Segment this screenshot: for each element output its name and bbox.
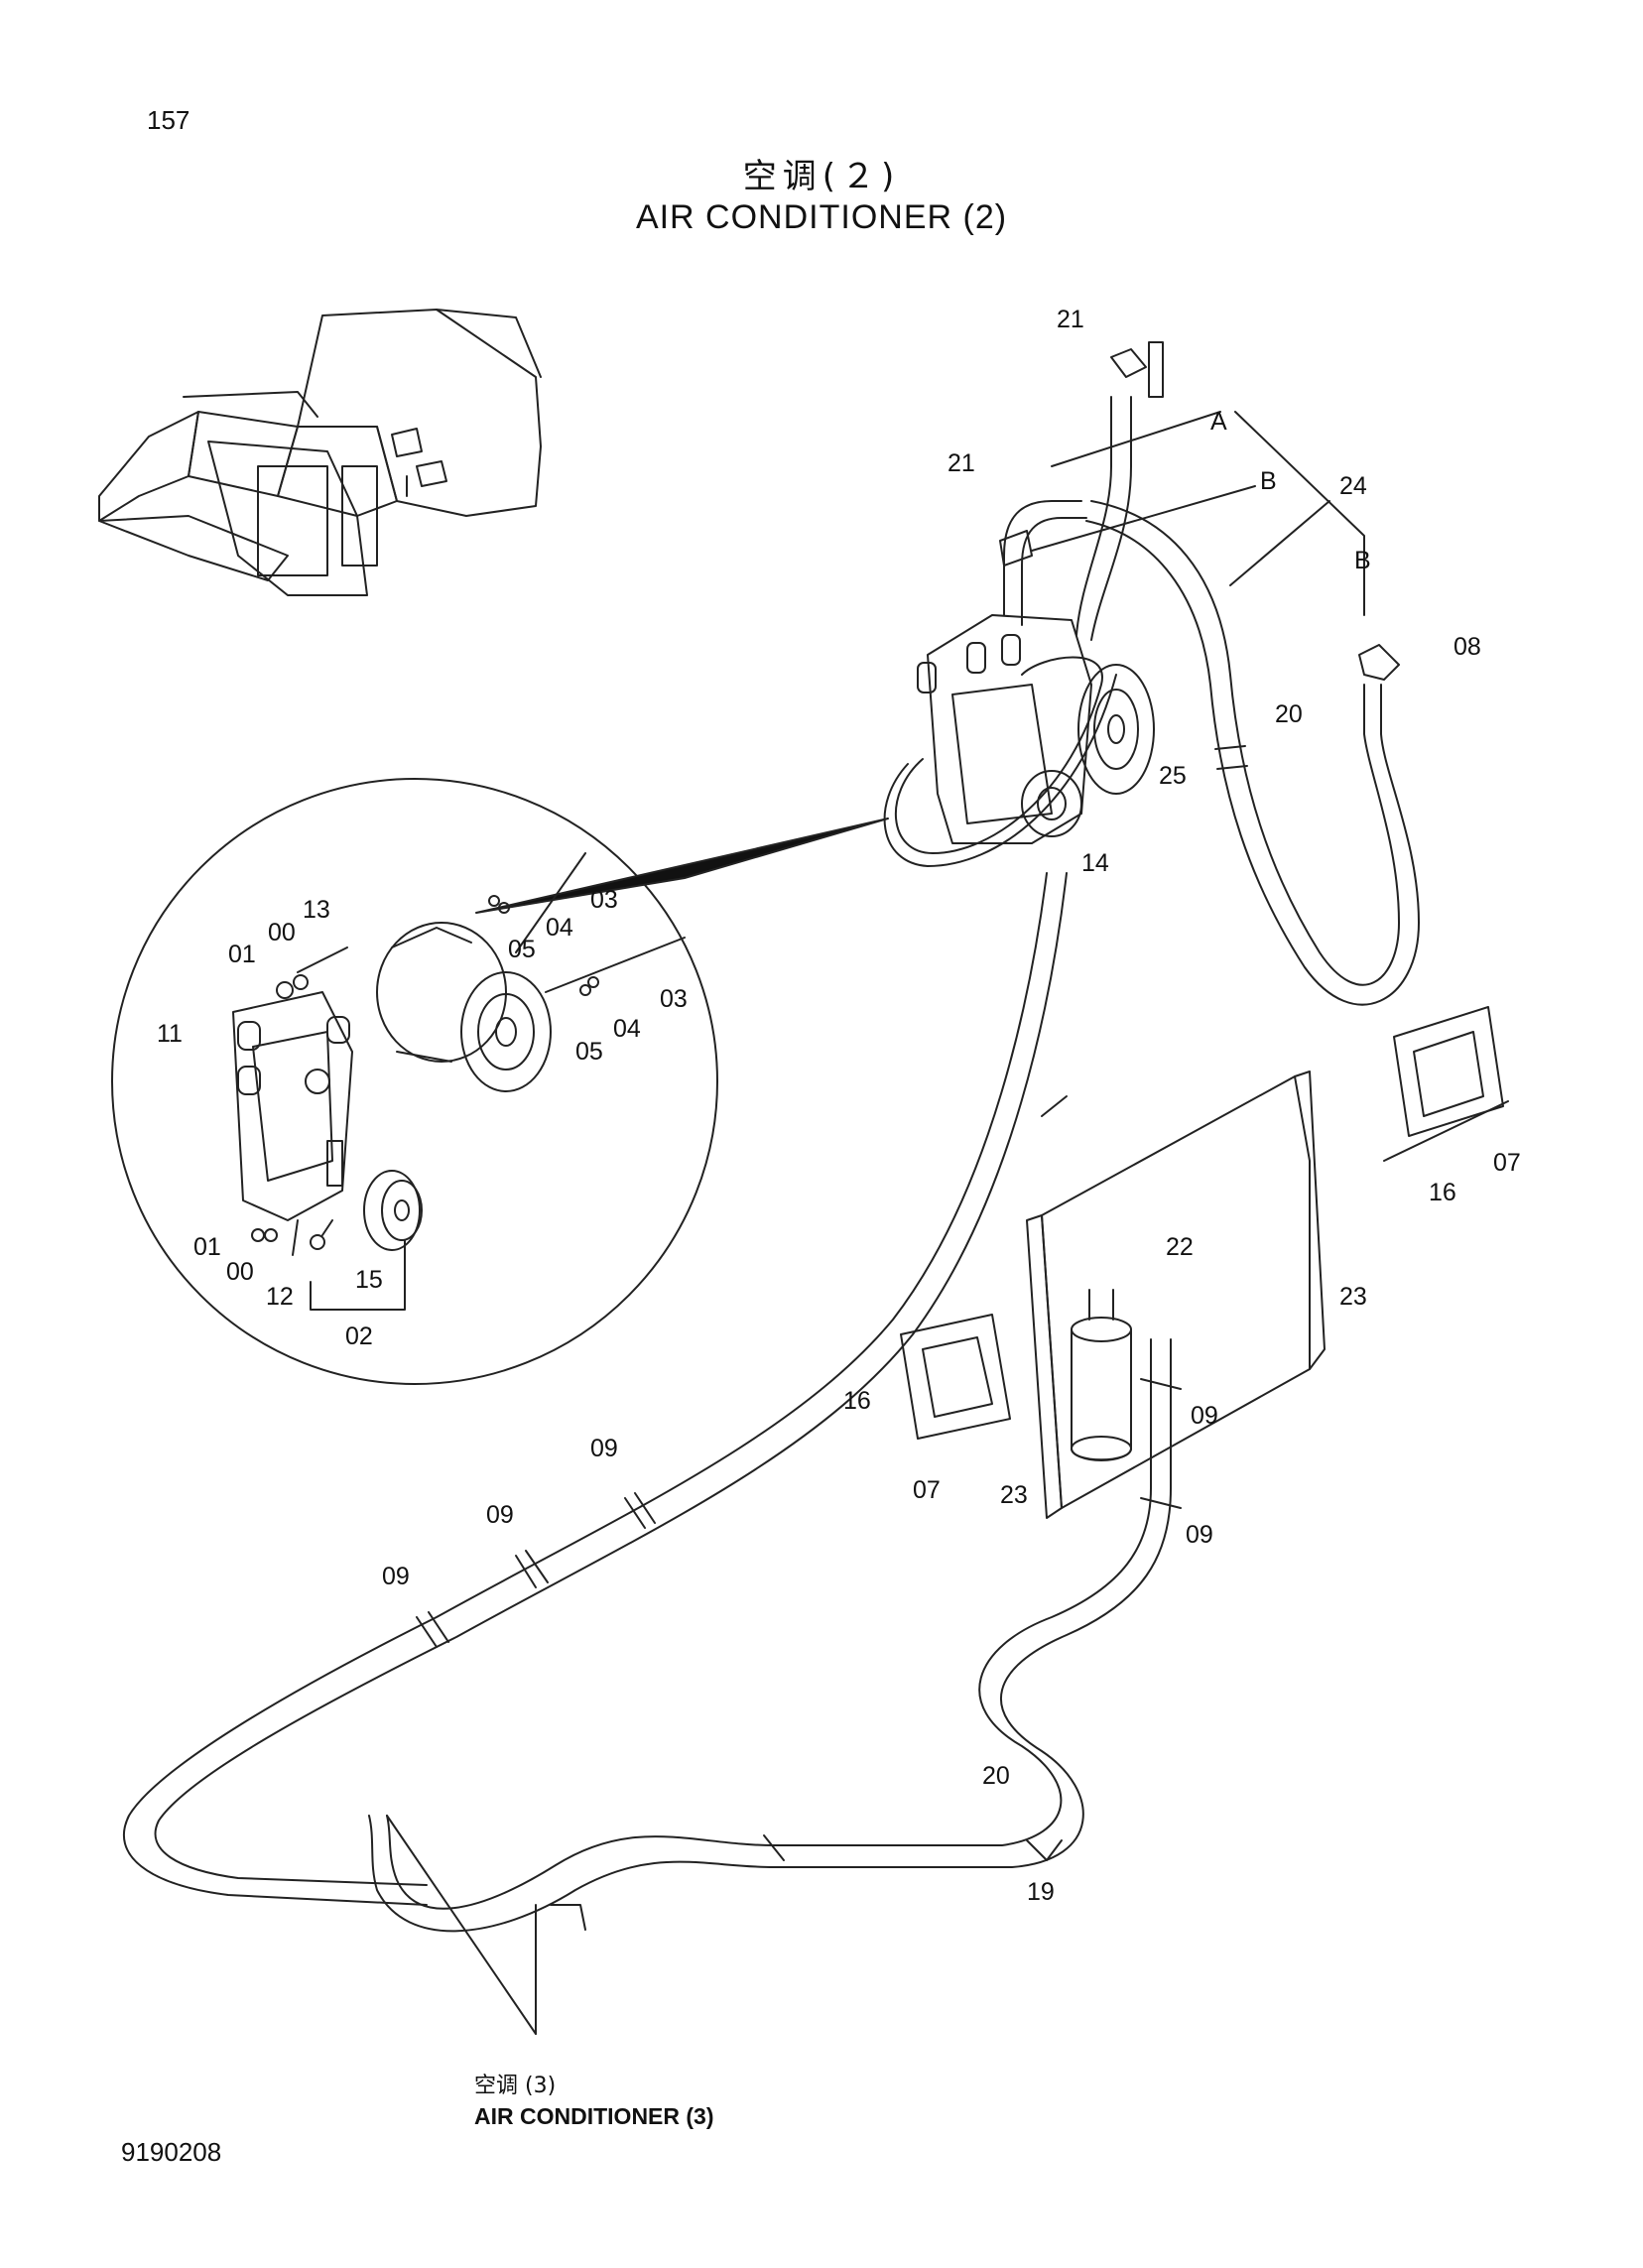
reference-chinese: 空调 (3) — [474, 2074, 557, 2098]
bracket-02 — [310, 1239, 406, 1311]
callout-08: 08 — [1453, 633, 1481, 661]
callout-24: 24 — [1339, 472, 1367, 500]
leader-16b — [1383, 1100, 1509, 1162]
callout-25: 25 — [1159, 762, 1187, 790]
compressor-assembly — [883, 614, 1155, 867]
detail-pointer — [475, 818, 889, 914]
leader-14 — [1041, 1095, 1068, 1117]
callout-04b: 04 — [613, 1015, 641, 1043]
hose-upper-a — [1003, 500, 1082, 616]
callout-11: 11 — [157, 1020, 183, 1048]
callout-23b: 23 — [1339, 1283, 1367, 1311]
callout-A: A — [1210, 408, 1227, 436]
callout-09a: 09 — [590, 1435, 618, 1462]
hose-fitting — [1110, 348, 1147, 378]
callout-07b: 07 — [1493, 1149, 1521, 1177]
clamp-09-1 — [624, 1492, 656, 1529]
callout-14: 14 — [1081, 849, 1109, 877]
reference-leader-1 — [386, 1815, 537, 2035]
compressor-exploded — [376, 922, 552, 1092]
callout-09c: 09 — [382, 1563, 410, 1590]
callout-05a: 05 — [508, 936, 536, 963]
lower-hose-inner — [368, 1338, 1172, 1933]
callout-03a: 03 — [590, 886, 618, 914]
callout-13: 13 — [303, 896, 330, 924]
hose-clamp-upper — [999, 530, 1033, 567]
clamp-09-4 — [1140, 1378, 1182, 1390]
callout-03b: 03 — [660, 985, 688, 1013]
hose-24-outer — [1090, 500, 1400, 986]
bracket-16-left — [900, 1314, 1011, 1440]
callout-23a: 23 — [1000, 1481, 1028, 1509]
leader-B1 — [1031, 485, 1256, 552]
hose-elbow-08 — [1358, 644, 1400, 681]
hose-24-inner — [1085, 520, 1420, 1006]
reference-english: AIR CONDITIONER (3) — [474, 2103, 714, 2129]
callout-09e: 09 — [1186, 1521, 1213, 1549]
callout-09d: 09 — [1191, 1402, 1218, 1430]
callout-00b: 00 — [226, 1258, 254, 1286]
long-hose-outer — [123, 872, 1048, 1906]
callout-16a: 16 — [843, 1387, 871, 1415]
callout-20b: 20 — [982, 1762, 1010, 1790]
receiver-drier — [1071, 1289, 1132, 1461]
callout-15: 15 — [355, 1266, 383, 1294]
title-english: AIR CONDITIONER (2) — [635, 198, 1008, 236]
callout-labels: 21 21 A B 24 B 08 20 25 14 13 00 01 03 0… — [157, 306, 1521, 1906]
clamp-09-5 — [1140, 1497, 1182, 1509]
callout-01a: 01 — [228, 941, 256, 968]
hose-upper-c — [1075, 396, 1112, 636]
long-hose-inner — [154, 872, 1068, 1886]
hose-clamp-25 — [1214, 745, 1246, 750]
callout-01b: 01 — [193, 1233, 221, 1261]
callout-20a: 20 — [1275, 700, 1303, 728]
callout-12: 12 — [266, 1283, 294, 1311]
callout-19: 19 — [1027, 1878, 1055, 1906]
callout-B2: B — [1354, 547, 1371, 574]
lower-hose-outer — [386, 1338, 1152, 1910]
excavator-location-thumbnail — [98, 309, 542, 596]
callout-22: 22 — [1166, 1233, 1194, 1261]
callout-02: 02 — [345, 1323, 373, 1350]
drawing-number: 9190208 — [121, 2137, 222, 2167]
clamp-09-3 — [416, 1611, 449, 1648]
callout-09b: 09 — [486, 1501, 514, 1529]
callout-00a: 00 — [268, 919, 296, 946]
clamp-19 — [1026, 1839, 1063, 1861]
bracket-16-right — [1393, 1006, 1504, 1137]
hose-upper-d — [1090, 396, 1132, 641]
hose-joint-lower — [763, 1834, 785, 1861]
callout-04a: 04 — [546, 914, 573, 942]
detail-circle — [111, 778, 718, 1385]
idler-pulley-exploded — [363, 1170, 423, 1251]
hose-clamp-25b — [1216, 765, 1248, 770]
callout-05b: 05 — [575, 1038, 603, 1066]
clamp-09-2 — [515, 1550, 549, 1588]
title-chinese: 空调(２) — [742, 157, 901, 196]
condenser-core — [1026, 1071, 1326, 1519]
clamp-lower-right — [550, 1904, 586, 1931]
callout-21b: 21 — [948, 449, 975, 477]
callout-16b: 16 — [1429, 1179, 1456, 1206]
callout-07a: 07 — [913, 1476, 941, 1504]
callout-B1: B — [1260, 467, 1277, 495]
hose-upper-b — [1021, 517, 1087, 626]
bolts-exploded — [251, 852, 686, 1256]
compressor-bracket-exploded — [232, 991, 353, 1221]
leader-A — [1051, 411, 1221, 467]
leader-24 — [1229, 500, 1330, 586]
leader-A-B2 — [1234, 411, 1365, 616]
page-number: 157 — [147, 105, 190, 135]
callout-21a: 21 — [1057, 306, 1084, 333]
hose-pipe-end — [1148, 341, 1164, 398]
